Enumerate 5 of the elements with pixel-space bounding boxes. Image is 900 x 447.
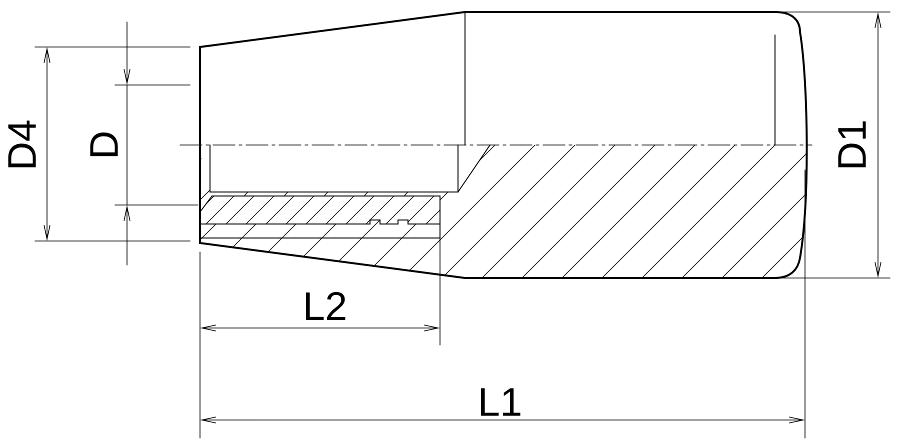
dimension-label: D1 [838,121,866,168]
dimension-label: D4 [8,120,36,168]
dimension-label: D [90,132,118,156]
dimension-label: L1 [481,388,520,416]
dimension-label: L2 [306,292,346,320]
